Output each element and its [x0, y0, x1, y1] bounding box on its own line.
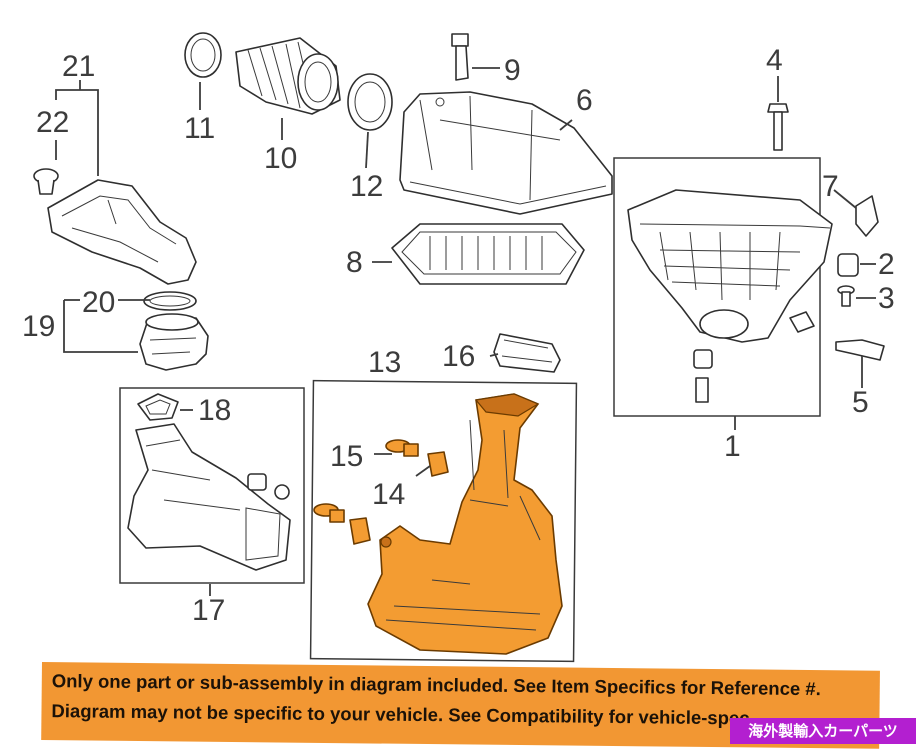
bracket-5	[835, 339, 885, 361]
gasket-18	[137, 393, 179, 421]
callout-5: 5	[852, 386, 869, 419]
grommet-2	[837, 253, 859, 277]
air-cleaner-cover-6	[399, 91, 613, 215]
disclaimer-line-1: Only one part or sub-assembly in diagram…	[51, 670, 821, 700]
bolt-3	[837, 285, 855, 307]
intake-hose-10	[235, 37, 341, 115]
callout-13: 13	[368, 346, 401, 379]
bolt-4	[767, 103, 789, 151]
clamp-12	[347, 73, 393, 131]
resonator-duct	[47, 179, 197, 285]
clip-7	[855, 195, 879, 237]
callout-3: 3	[878, 282, 895, 315]
callout-15: 15	[330, 440, 363, 473]
callout-2: 2	[878, 248, 895, 281]
disclaimer-line-2: Diagram may not be specific to your vehi…	[51, 700, 750, 729]
callout-16: 16	[442, 340, 475, 373]
callout-4: 4	[766, 44, 783, 77]
callout-18: 18	[198, 394, 231, 427]
group-frame-13	[309, 379, 578, 663]
callout-12: 12	[350, 170, 383, 203]
group-frame-1	[613, 157, 821, 417]
clamp-11	[184, 32, 222, 78]
callout-22: 22	[36, 106, 69, 139]
bolt-15	[313, 439, 419, 523]
callout-17: 17	[192, 594, 225, 627]
callout-11: 11	[184, 112, 215, 145]
callout-20: 20	[82, 286, 115, 319]
grommet-14	[349, 451, 449, 545]
callout-9: 9	[504, 54, 521, 87]
callout-1: 1	[724, 430, 741, 463]
import-parts-badge: 海外製輸入カーパーツ	[730, 718, 916, 744]
sensor-9	[451, 33, 469, 81]
air-filter-8	[391, 223, 585, 285]
callout-6: 6	[576, 84, 593, 117]
clip-22	[33, 168, 59, 195]
callout-7: 7	[822, 170, 839, 203]
resonator-13-highlighted	[367, 393, 563, 655]
callout-8: 8	[346, 246, 363, 279]
callout-19: 19	[22, 310, 55, 343]
duct-19	[139, 313, 209, 371]
ring-20	[143, 291, 197, 311]
leader-lines	[55, 67, 876, 596]
callout-21: 21	[62, 50, 95, 83]
duct-17	[127, 423, 291, 571]
callout-14: 14	[372, 478, 405, 511]
air-cleaner-box-1	[627, 189, 833, 343]
group-frame-17	[119, 387, 305, 584]
callout-10: 10	[264, 142, 297, 175]
grommet-box-lower	[693, 311, 815, 403]
seal-16	[493, 333, 561, 373]
